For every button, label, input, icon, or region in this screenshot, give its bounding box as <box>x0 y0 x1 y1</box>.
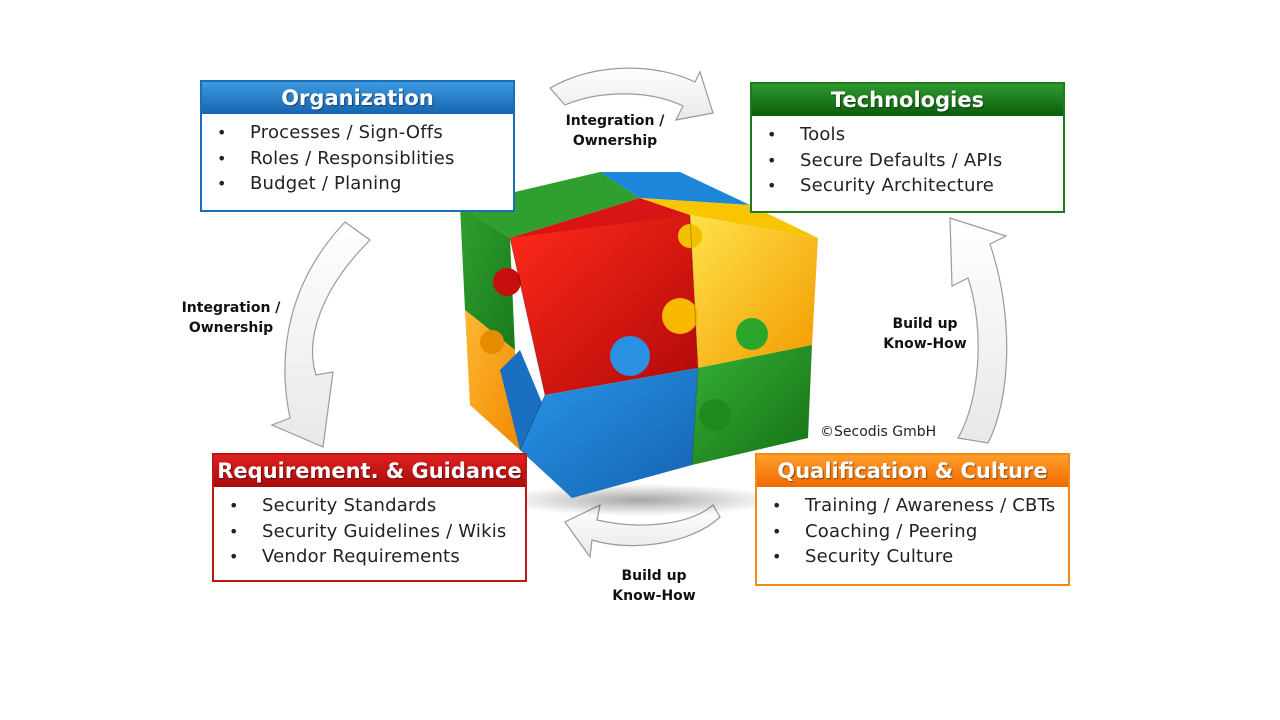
list-item: • Coaching / Peering <box>757 519 1068 545</box>
technologies-title: Technologies <box>752 84 1063 116</box>
requirement-box: Requirement. & Guidance • Security Standa… <box>212 453 527 582</box>
organization-title: Organization <box>202 82 513 114</box>
list-item: • Vendor Requirements <box>214 544 525 570</box>
bullet-icon: • <box>767 150 777 170</box>
list-item-text: Security Guidelines / Wikis <box>262 520 507 542</box>
cube-right-green <box>692 345 812 465</box>
technologies-box: Technologies • Tools • Secure Defaults / A… <box>750 82 1065 213</box>
list-item: • Security Guidelines / Wikis <box>214 519 525 545</box>
list-item: • Processes / Sign-Offs <box>202 120 513 146</box>
knob-green-right <box>736 318 768 350</box>
arrow-label-left-line2: Ownership <box>188 320 274 336</box>
list-item-text: Vendor Requirements <box>262 546 460 567</box>
arrow-label-bottom-line2: Know-How <box>612 588 696 604</box>
list-item: • Security Architecture <box>752 173 1063 199</box>
knob-green-bottom <box>699 399 731 431</box>
list-item: • Training / Awareness / CBTs <box>757 493 1068 519</box>
arrow-label-right-line1: Build up <box>892 316 958 332</box>
list-item: • Tools <box>752 122 1063 148</box>
knob-orange-left <box>480 330 504 354</box>
arrow-label-top: Integration / Ownership <box>560 111 670 151</box>
bullet-icon: • <box>772 521 782 541</box>
arrow-label-bottom-line1: Build up <box>621 568 687 584</box>
bullet-icon: • <box>767 125 777 144</box>
knob-yellow-left <box>662 298 698 334</box>
cube-right-yellow <box>690 215 818 368</box>
arrow-label-bottom: Build up Know-How <box>599 566 709 606</box>
bullet-icon: • <box>229 521 239 541</box>
list-item-text: Training / Awareness / CBTs <box>805 495 1056 516</box>
bullet-icon: • <box>217 148 227 168</box>
bullet-icon: • <box>229 547 239 566</box>
bullet-icon: • <box>217 174 227 193</box>
bullet-icon: • <box>229 496 239 515</box>
cube-top-green <box>460 172 640 238</box>
list-item-text: Security Culture <box>805 546 954 567</box>
arrow-label-right-line2: Know-How <box>883 336 967 352</box>
list-item: • Security Culture <box>757 544 1068 570</box>
knob-yellow-top <box>678 224 702 248</box>
cube-edge <box>509 237 546 451</box>
technologies-list: • Tools • Secure Defaults / APIs • Security… <box>752 116 1063 199</box>
requirement-title: Requirement. & Guidance <box>214 455 525 487</box>
list-item: • Budget / Planing <box>202 171 513 197</box>
arrow-top <box>549 67 714 121</box>
bullet-icon: • <box>217 123 227 142</box>
list-item-text: Coaching / Peering <box>805 520 978 542</box>
cube-top-yellow <box>640 198 818 238</box>
arrow-label-left: Integration / Ownership <box>176 298 286 338</box>
cube-left-green <box>460 205 515 350</box>
arrow-right <box>949 217 1008 444</box>
list-item-text: Security Standards <box>262 495 437 516</box>
cube-front-blue <box>520 368 698 498</box>
list-item-text: Processes / Sign-Offs <box>250 122 443 143</box>
bullet-icon: • <box>767 176 777 195</box>
organization-box: Organization • Processes / Sign-Offs • Rol… <box>200 80 515 212</box>
cube-front-red <box>510 215 698 395</box>
arrow-label-top-line2: Ownership <box>572 133 658 149</box>
cube-shadow <box>500 484 780 516</box>
list-item-text: Secure Defaults / APIs <box>800 149 1003 171</box>
cube-edge <box>689 214 699 466</box>
qualification-box: Qualification & Culture • Training / Awar… <box>755 453 1070 586</box>
list-item-text: Security Architecture <box>800 175 995 196</box>
organization-list: • Processes / Sign-Offs • Roles / Responsi… <box>202 114 513 197</box>
arrow-label-right: Build up Know-How <box>870 314 980 354</box>
knob-red-left <box>493 268 521 296</box>
requirement-list: • Security Standards • Security Guidelines… <box>214 487 525 570</box>
list-item: • Secure Defaults / APIs <box>752 148 1063 174</box>
list-item-text: Roles / Responsiblities <box>250 147 455 169</box>
knob-blue-top <box>610 336 650 376</box>
list-item-text: Tools <box>800 124 846 145</box>
bullet-icon: • <box>772 496 782 515</box>
copyright-text: ©Secodis GmbH <box>820 424 937 440</box>
cube-top-blue <box>600 172 750 205</box>
arrow-label-left-line1: Integration / <box>181 300 281 316</box>
bullet-icon: • <box>772 547 782 566</box>
arrow-left <box>270 221 371 448</box>
cube-left-orange <box>465 310 520 450</box>
qualification-title: Qualification & Culture <box>757 455 1068 487</box>
arrow-label-top-line1: Integration / <box>565 113 665 129</box>
list-item: • Roles / Responsiblities <box>202 146 513 172</box>
qualification-list: • Training / Awareness / CBTs • Coaching /… <box>757 487 1068 570</box>
list-item: • Security Standards <box>214 493 525 519</box>
list-item-text: Budget / Planing <box>250 173 402 194</box>
